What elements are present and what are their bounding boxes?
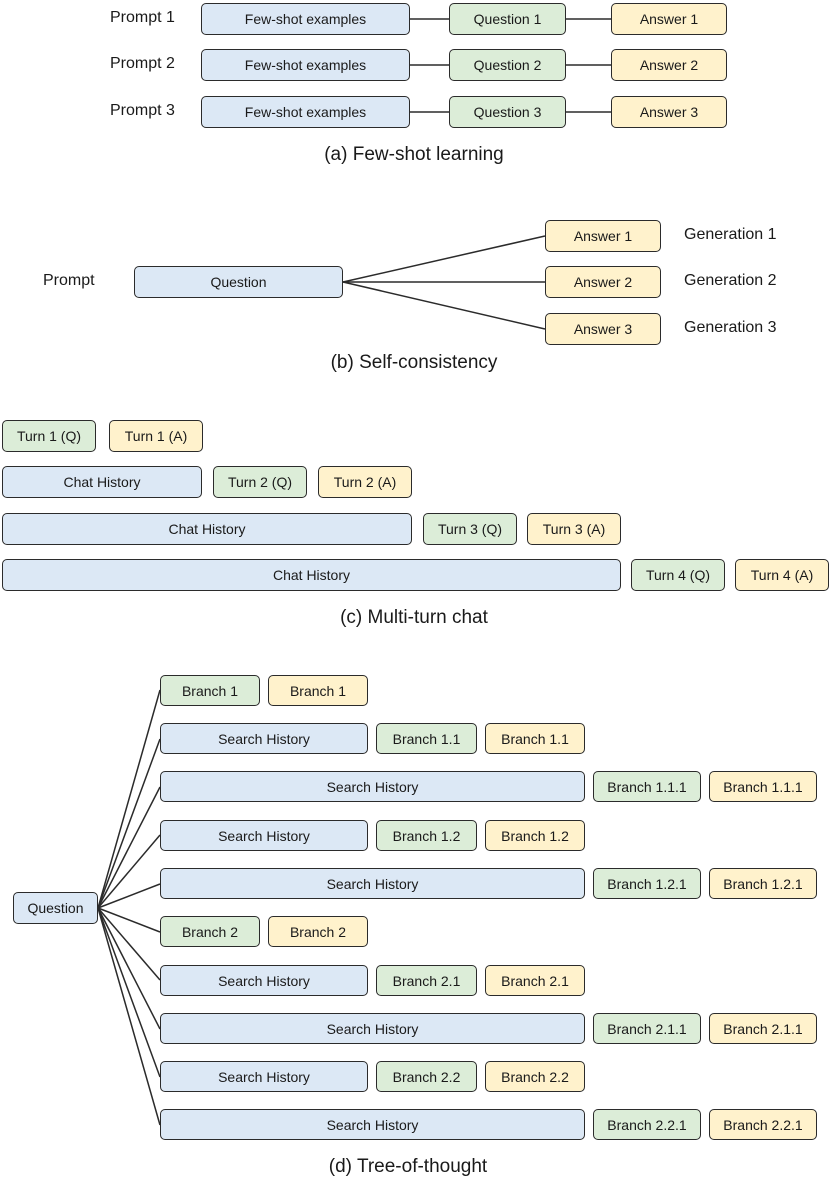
generation-label: Generation 3 bbox=[684, 319, 777, 336]
turn-question-box: Turn 2 (Q) bbox=[213, 466, 307, 498]
branch-question-box: Branch 2.2 bbox=[376, 1061, 477, 1092]
branch-answer-box: Branch 1.2 bbox=[485, 820, 585, 851]
search-history-box: Search History bbox=[160, 1061, 368, 1092]
branch-answer-box: Branch 2.1 bbox=[485, 965, 585, 996]
connector-line bbox=[97, 907, 161, 1126]
connector-line bbox=[97, 907, 161, 933]
prompt-label: Prompt 2 bbox=[110, 55, 175, 72]
turn-answer-box: Turn 3 (A) bbox=[527, 513, 621, 545]
caption-few-shot: (a) Few-shot learning bbox=[324, 144, 504, 165]
connector-line bbox=[97, 738, 161, 909]
answer-box: Answer 2 bbox=[611, 49, 727, 81]
chat-history-box: Chat History bbox=[2, 559, 621, 591]
branch-answer-box: Branch 1.1 bbox=[485, 723, 585, 754]
answer-box: Answer 2 bbox=[545, 266, 661, 298]
turn-question-box: Turn 1 (Q) bbox=[2, 420, 96, 452]
turn-answer-box: Turn 1 (A) bbox=[109, 420, 203, 452]
search-history-box: Search History bbox=[160, 868, 585, 899]
connector-line bbox=[97, 907, 161, 1078]
answer-box: Answer 3 bbox=[611, 96, 727, 128]
few-shot-examples-box: Few-shot examples bbox=[201, 49, 410, 81]
branch-answer-box: Branch 2.2.1 bbox=[709, 1109, 817, 1140]
branch-question-box: Branch 2.1 bbox=[376, 965, 477, 996]
branch-question-box: Branch 2 bbox=[160, 916, 260, 947]
few-shot-connectors bbox=[410, 18, 611, 113]
generation-label: Generation 1 bbox=[684, 226, 777, 243]
search-history-box: Search History bbox=[160, 965, 368, 996]
question-box: Question 2 bbox=[449, 49, 566, 81]
connector-line bbox=[342, 281, 546, 330]
branch-question-box: Branch 1 bbox=[160, 675, 260, 706]
connector-line bbox=[97, 786, 161, 909]
chat-history-box: Chat History bbox=[2, 466, 202, 498]
branch-answer-box: Branch 1.1.1 bbox=[709, 771, 817, 802]
question-box: Question 1 bbox=[449, 3, 566, 35]
turn-question-box: Turn 3 (Q) bbox=[423, 513, 517, 545]
connector-line bbox=[342, 235, 546, 283]
branch-answer-box: Branch 1.2.1 bbox=[709, 868, 817, 899]
answer-box: Answer 1 bbox=[611, 3, 727, 35]
generation-label: Generation 2 bbox=[684, 272, 777, 289]
root-question-box: Question bbox=[13, 892, 98, 924]
connector-line bbox=[97, 907, 161, 1030]
search-history-box: Search History bbox=[160, 1013, 585, 1044]
few-shot-examples-box: Few-shot examples bbox=[201, 3, 410, 35]
branch-question-box: Branch 1.1 bbox=[376, 723, 477, 754]
question-box: Question bbox=[134, 266, 343, 298]
connector-line bbox=[97, 834, 161, 909]
turn-answer-box: Turn 4 (A) bbox=[735, 559, 829, 591]
branch-question-box: Branch 1.2 bbox=[376, 820, 477, 851]
few-shot-examples-box: Few-shot examples bbox=[201, 96, 410, 128]
search-history-box: Search History bbox=[160, 771, 585, 802]
chat-history-box: Chat History bbox=[2, 513, 412, 545]
answer-box: Answer 1 bbox=[545, 220, 661, 252]
branch-answer-box: Branch 2.1.1 bbox=[709, 1013, 817, 1044]
turn-answer-box: Turn 2 (A) bbox=[318, 466, 412, 498]
connector-line bbox=[97, 883, 161, 909]
prompt-label: Prompt bbox=[43, 272, 95, 289]
search-history-box: Search History bbox=[160, 723, 368, 754]
branch-answer-box: Branch 2.2 bbox=[485, 1061, 585, 1092]
tree-connectors bbox=[97, 689, 161, 1126]
prompt-label: Prompt 3 bbox=[110, 102, 175, 119]
connector-line bbox=[97, 907, 161, 981]
question-box: Question 3 bbox=[449, 96, 566, 128]
branch-question-box: Branch 2.1.1 bbox=[593, 1013, 701, 1044]
branch-answer-box: Branch 1 bbox=[268, 675, 368, 706]
branch-answer-box: Branch 2 bbox=[268, 916, 368, 947]
caption-tree-of-thought: (d) Tree-of-thought bbox=[328, 1156, 488, 1177]
connector-line bbox=[97, 689, 161, 909]
branch-question-box: Branch 2.2.1 bbox=[593, 1109, 701, 1140]
search-history-box: Search History bbox=[160, 1109, 585, 1140]
search-history-box: Search History bbox=[160, 820, 368, 851]
caption-multi-turn: (c) Multi-turn chat bbox=[340, 607, 488, 628]
branch-question-box: Branch 1.2.1 bbox=[593, 868, 701, 899]
self-consistency-connectors bbox=[342, 235, 546, 330]
caption-self-consistency: (b) Self-consistency bbox=[330, 352, 498, 373]
branch-question-box: Branch 1.1.1 bbox=[593, 771, 701, 802]
turn-question-box: Turn 4 (Q) bbox=[631, 559, 725, 591]
answer-box: Answer 3 bbox=[545, 313, 661, 345]
prompt-label: Prompt 1 bbox=[110, 9, 175, 26]
